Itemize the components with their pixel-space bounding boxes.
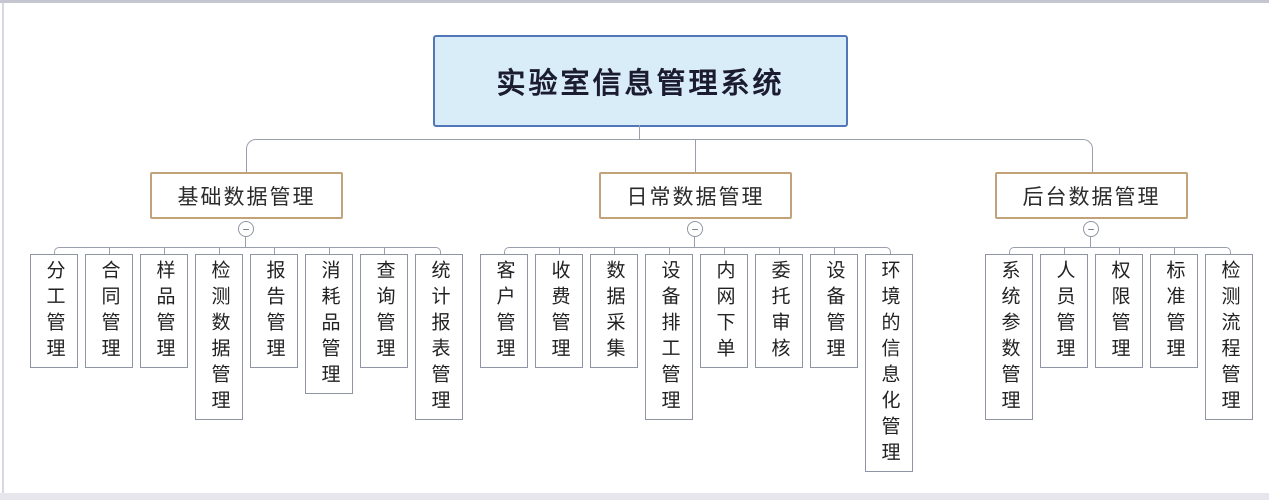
leaf-node[interactable]: 内网下单 [700, 254, 748, 368]
leaf-node[interactable]: 设备管理 [810, 254, 858, 368]
connector-tick [219, 247, 220, 254]
leaf-node[interactable]: 报告管理 [250, 254, 298, 368]
branch-node-daily-data[interactable]: 日常数据管理 [599, 172, 792, 219]
leaf-node[interactable]: 检测数据管理 [195, 254, 243, 420]
root-title: 实验室信息管理系统 [496, 68, 785, 100]
connector-tick [614, 247, 615, 254]
leaf-node[interactable]: 委托审核 [755, 254, 803, 368]
connector-leaf-rail [1009, 247, 1231, 255]
branch-label: 后台数据管理 [1022, 184, 1161, 209]
connector-tick [1064, 247, 1065, 254]
connector-tick [384, 247, 385, 254]
connector-tick [329, 247, 330, 254]
connector-tick [274, 247, 275, 254]
connector-tick [669, 247, 670, 254]
window-edge-top [0, 0, 1269, 3]
connector-leaf-rail [504, 247, 891, 255]
leaf-group-backend-data: 系统参数管理 人员管理 权限管理 标准管理 检测流程管理 [985, 254, 1253, 420]
connector-tick [1119, 247, 1120, 254]
branch-label: 日常数据管理 [626, 184, 765, 209]
leaf-node[interactable]: 客户管理 [480, 254, 528, 368]
leaf-node[interactable]: 权限管理 [1095, 254, 1143, 368]
connector-root-stub [639, 125, 640, 140]
leaf-node[interactable]: 消耗品管理 [305, 254, 353, 394]
connector-tick [779, 247, 780, 254]
leaf-node[interactable]: 查询管理 [360, 254, 408, 368]
leaf-node[interactable]: 人员管理 [1040, 254, 1088, 368]
branch-label: 基础数据管理 [177, 184, 316, 209]
collapse-icon[interactable]: − [687, 221, 703, 237]
leaf-group-daily-data: 客户管理 收费管理 数据采集 设备排工管理 内网下单 委托审核 设备管理 环境的… [480, 254, 913, 472]
leaf-node[interactable]: 设备排工管理 [645, 254, 693, 420]
connector-stub [694, 236, 695, 247]
leaf-node[interactable]: 系统参数管理 [985, 254, 1033, 420]
window-edge-left [2, 3, 4, 500]
connector-tick [559, 247, 560, 254]
leaf-group-basic-data: 分工管理 合同管理 样品管理 检测数据管理 报告管理 消耗品管理 查询管理 统计… [30, 254, 463, 420]
connector-tick [109, 247, 110, 254]
leaf-node[interactable]: 标准管理 [1150, 254, 1198, 368]
connector-stub [1090, 236, 1091, 247]
leaf-node[interactable]: 收费管理 [535, 254, 583, 368]
leaf-node[interactable]: 数据采集 [590, 254, 638, 368]
connector-stub [245, 236, 246, 247]
connector-tick [1174, 247, 1175, 254]
connector-branch-rail [246, 139, 1093, 173]
connector-branch2-drop [695, 140, 696, 172]
leaf-node[interactable]: 合同管理 [85, 254, 133, 368]
branch-node-basic-data[interactable]: 基础数据管理 [150, 172, 343, 219]
connector-leaf-rail [54, 247, 441, 255]
leaf-node[interactable]: 统计报表管理 [415, 254, 463, 420]
window-edge-bottom [0, 493, 1269, 500]
leaf-node[interactable]: 分工管理 [30, 254, 78, 368]
connector-tick [834, 247, 835, 254]
leaf-node[interactable]: 检测流程管理 [1205, 254, 1253, 420]
leaf-node[interactable]: 样品管理 [140, 254, 188, 368]
collapse-icon[interactable]: − [1083, 221, 1099, 237]
connector-tick [724, 247, 725, 254]
root-node[interactable]: 实验室信息管理系统 [433, 35, 848, 127]
branch-node-backend-data[interactable]: 后台数据管理 [995, 172, 1188, 219]
leaf-node[interactable]: 环境的信息化管理 [865, 254, 913, 472]
connector-tick [164, 247, 165, 254]
collapse-icon[interactable]: − [238, 221, 254, 237]
